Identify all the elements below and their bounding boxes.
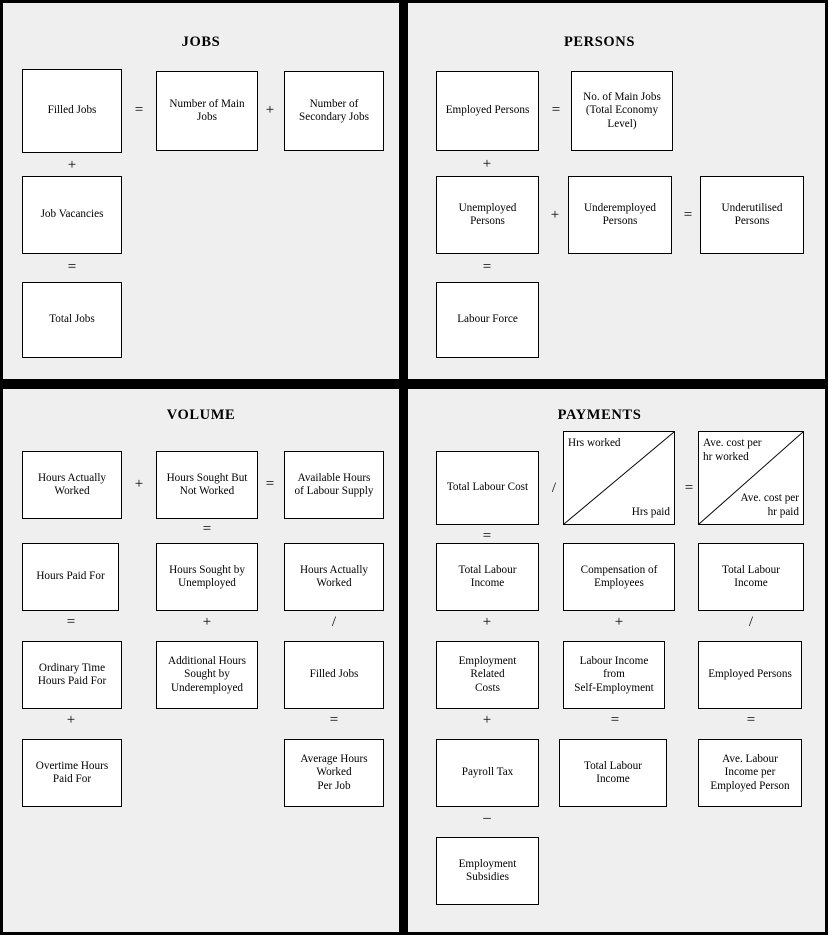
box-underutilised-persons[interactable]: Underutilised Persons [700,176,804,254]
quadrant-persons: PERSONS Employed Persons = No. of Main J… [408,3,825,379]
operator-equals-available-hours: = [265,476,275,492]
splitbox-label-hrs-paid: Hrs paid [631,505,670,518]
box-employment-subsidies[interactable]: Employment Subsidies [436,837,539,905]
quadrant-title-persons: PERSONS [563,34,636,50]
operator-plus-employed-unemployed: + [482,156,492,172]
operator-equals-labour-force: = [482,259,492,275]
operator-equals-filled-jobs: = [134,102,144,118]
box-employed-persons[interactable]: Employed Persons [436,71,539,151]
box-total-labour-income-3[interactable]: Total Labour Income [559,739,667,807]
quadrant-title-payments: PAYMENTS [557,407,642,423]
operator-divide-income-persons: / [748,614,754,630]
operator-equals-sought-breakdown: = [202,521,212,537]
box-number-of-main-jobs[interactable]: Number of Main Jobs [156,71,258,151]
operator-equals-average-hours: = [329,712,339,728]
quadrant-payments: PAYMENTS Total Labour Cost / Hrs worked … [408,389,825,932]
splitbox-ave-cost-per-hr[interactable]: Ave. cost per hr worked Ave. cost per hr… [698,431,804,525]
operator-minus-payroll-subsidies: – [483,810,491,826]
operator-plus-worked-sought: + [134,476,144,492]
quadrant-title-jobs: JOBS [181,34,221,50]
operator-equals-total-jobs: = [67,259,77,275]
box-overtime-hours-paid-for[interactable]: Overtime Hours Paid For [22,739,122,807]
operator-equals-hours-paid-for: = [66,614,76,630]
box-total-labour-income-2[interactable]: Total Labour Income [698,543,804,611]
splitbox-label-ave-cost-per-hr-paid: Ave. cost per hr paid [740,492,799,518]
operator-plus-unemployed-underemployed: + [550,207,560,223]
vertical-divider [399,3,408,932]
box-employed-persons-payments[interactable]: Employed Persons [698,641,802,709]
box-hours-actually-worked[interactable]: Hours Actually Worked [22,451,122,519]
box-unemployed-persons[interactable]: Unemployed Persons [436,176,539,254]
quadrant-title-volume: VOLUME [166,407,236,423]
box-no-of-main-jobs-total-economy[interactable]: No. of Main Jobs (Total Economy Level) [571,71,673,151]
box-available-hours-of-labour-supply[interactable]: Available Hours of Labour Supply [284,451,384,519]
operator-equals-total-labour-income: = [482,528,492,544]
operator-equals-employed-persons: = [551,102,561,118]
operator-plus-costs-payroll: + [482,712,492,728]
operator-equals-ave-income: = [746,712,756,728]
operator-divide-hours-filled-jobs: / [331,614,337,630]
box-labour-income-from-self-employment[interactable]: Labour Income from Self-Employment [563,641,665,709]
operator-equals-total-income-mid: = [610,712,620,728]
box-hours-paid-for[interactable]: Hours Paid For [22,543,119,611]
quadrant-volume: VOLUME Hours Actually Worked + Hours Sou… [3,389,399,932]
operator-equals-underutilised: = [683,207,693,223]
box-filled-jobs-volume[interactable]: Filled Jobs [284,641,384,709]
box-additional-hours-sought-by-underemployed[interactable]: Additional Hours Sought by Underemployed [156,641,258,709]
splitbox-label-hrs-worked: Hrs worked [568,437,621,449]
box-underemployed-persons[interactable]: Underemployed Persons [568,176,672,254]
operator-divide-cost-hours: / [551,480,557,496]
splitbox-hrs-worked-hrs-paid[interactable]: Hrs worked Hrs paid [563,431,675,525]
box-job-vacancies[interactable]: Job Vacancies [22,176,122,254]
box-employment-related-costs[interactable]: Employment Related Costs [436,641,539,709]
box-hours-sought-by-unemployed[interactable]: Hours Sought by Unemployed [156,543,258,611]
operator-plus-sought-unemployed-underemployed: + [202,614,212,630]
box-total-labour-cost[interactable]: Total Labour Cost [436,451,539,525]
box-total-labour-income-1[interactable]: Total Labour Income [436,543,539,611]
box-ave-labour-income-per-employed-person[interactable]: Ave. Labour Income per Employed Person [698,739,802,807]
box-payroll-tax[interactable]: Payroll Tax [436,739,539,807]
operator-plus-income-employment-costs: + [482,614,492,630]
box-labour-force[interactable]: Labour Force [436,282,539,358]
operator-plus-ordinary-overtime: + [66,712,76,728]
box-hours-actually-worked-2[interactable]: Hours Actually Worked [284,543,384,611]
splitbox-label-ave-cost-per-hr-worked: Ave. cost per hr worked [703,437,762,463]
box-compensation-of-employees[interactable]: Compensation of Employees [563,543,675,611]
box-hours-sought-but-not-worked[interactable]: Hours Sought But Not Worked [156,451,258,519]
box-average-hours-worked-per-job[interactable]: Average Hours Worked Per Job [284,739,384,807]
operator-equals-ave-cost: = [684,480,694,496]
quadrant-jobs: JOBS Filled Jobs = Number of Main Jobs +… [3,3,399,379]
box-filled-jobs[interactable]: Filled Jobs [22,69,122,153]
horizontal-divider [3,379,825,389]
operator-plus-main-secondary: + [265,102,275,118]
box-ordinary-time-hours-paid-for[interactable]: Ordinary Time Hours Paid For [22,641,122,709]
operator-plus-compensation-selfemployment: + [614,614,624,630]
box-total-jobs[interactable]: Total Jobs [22,282,122,358]
operator-plus-filled-vacancies: + [67,157,77,173]
box-number-of-secondary-jobs[interactable]: Number of Secondary Jobs [284,71,384,151]
